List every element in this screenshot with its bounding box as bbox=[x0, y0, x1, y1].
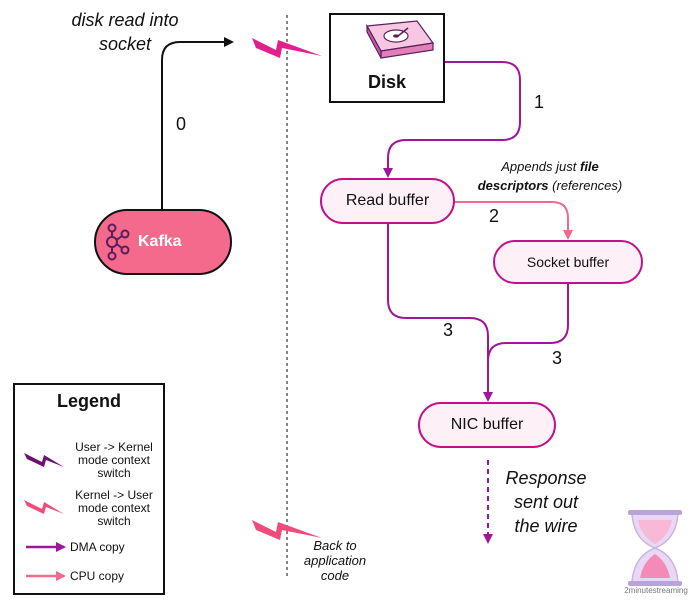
socket-buffer-label: Socket buffer bbox=[526, 254, 610, 270]
nic-buffer-node: NIC buffer bbox=[418, 402, 556, 448]
append-note-line1b: file bbox=[579, 159, 599, 174]
disk-label: Disk bbox=[367, 72, 407, 92]
legend-user-kernel-text: User -> Kernel mode context switch bbox=[66, 441, 162, 480]
append-note-line2a: descriptors bbox=[477, 178, 549, 193]
edge-label-3a: 3 bbox=[443, 320, 454, 340]
edge-label-3b: 3 bbox=[552, 348, 563, 368]
bolt-bottom-icon bbox=[252, 520, 322, 540]
edge-0 bbox=[161, 37, 234, 210]
response-note-line3: the wire bbox=[514, 516, 578, 536]
bottom-note-line3: code bbox=[320, 568, 350, 583]
edge-label-1: 1 bbox=[534, 92, 545, 112]
legend-user-kernel-icon bbox=[24, 453, 64, 467]
legend-uk-line1: User -> Kernel bbox=[75, 440, 153, 454]
kafka-logo-icon bbox=[106, 223, 130, 261]
hourglass-logo-icon bbox=[628, 510, 682, 586]
read-buffer-node: Read buffer bbox=[320, 178, 455, 224]
edge-3b bbox=[487, 284, 569, 400]
legend-dma-text: DMA copy bbox=[70, 540, 125, 554]
legend-kernel-user-text: Kernel -> User mode context switch bbox=[66, 489, 162, 528]
response-note-line1: Response bbox=[505, 468, 587, 488]
legend-box bbox=[13, 383, 165, 595]
response-note-line2: sent out bbox=[513, 492, 579, 512]
top-note: disk read into socket bbox=[55, 8, 195, 56]
legend-kernel-user-icon bbox=[24, 500, 64, 514]
socket-buffer-node: Socket buffer bbox=[493, 240, 643, 284]
edge-3a bbox=[387, 224, 493, 402]
append-note: Appends just file descriptors (reference… bbox=[455, 157, 645, 195]
kafka-node bbox=[94, 209, 232, 275]
top-note-line1: disk read into bbox=[71, 10, 179, 30]
top-note-line2: socket bbox=[98, 34, 152, 54]
watermark-text: 2minutestreaming bbox=[624, 586, 688, 595]
edge-2 bbox=[455, 201, 573, 240]
legend-cpu-text: CPU copy bbox=[70, 569, 125, 583]
edge-label-0: 0 bbox=[176, 114, 187, 134]
read-buffer-label: Read buffer bbox=[345, 192, 430, 209]
kafka-label: Kafka bbox=[138, 233, 182, 250]
legend-title: Legend bbox=[56, 391, 121, 411]
response-note: Response sent out the wire bbox=[490, 466, 602, 538]
bottom-note-line1: Back to bbox=[313, 538, 357, 553]
edge-1 bbox=[383, 61, 521, 178]
bottom-note-line2: application bbox=[303, 553, 367, 568]
legend-ku-line2: mode context bbox=[77, 501, 151, 515]
bolt-top-icon bbox=[252, 38, 322, 58]
legend-uk-line3: switch bbox=[97, 466, 131, 480]
nic-buffer-label: NIC buffer bbox=[450, 416, 524, 433]
append-note-line2b: (references) bbox=[548, 178, 623, 193]
legend-uk-line2: mode context bbox=[77, 453, 151, 467]
append-note-line1a: Appends just bbox=[501, 159, 580, 174]
legend-ku-line1: Kernel -> User bbox=[75, 488, 153, 502]
edge-label-2: 2 bbox=[489, 206, 500, 226]
legend-ku-line3: switch bbox=[97, 514, 131, 528]
bottom-note: Back to application code bbox=[290, 538, 380, 583]
hard-drive-icon bbox=[366, 20, 435, 59]
